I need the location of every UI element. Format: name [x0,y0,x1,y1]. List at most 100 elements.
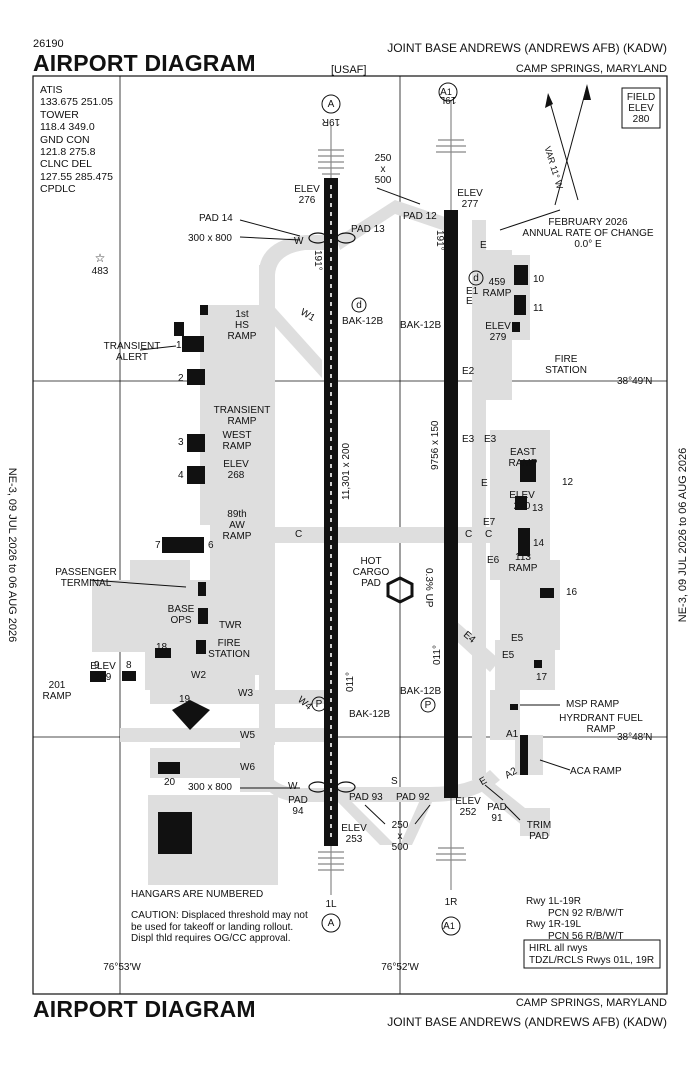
freq-line: GND CON [40,133,90,146]
west-ramp [200,305,262,525]
base-ops-1: BASE [167,604,195,615]
approach-a1-label: A1 [440,87,452,98]
taxiway-e-label-3: E [481,478,488,489]
taxiway-c-label-e2: C [485,529,493,540]
bak-se: BAK-12B [400,686,442,697]
taxiway-e3-label-2: E3 [484,434,497,445]
base-ops-2: OPS [170,615,192,626]
runway-19r-label: 19R [321,116,341,127]
hdg-1l: 011° [345,672,356,692]
bldg-7: 7 [155,540,161,551]
taxiway-e4 [450,620,500,672]
ramp-aca [515,735,543,775]
bldg-10: 10 [533,274,545,285]
taxiway-e1-label: E1 [466,286,479,297]
fire-station-e-1: FIRE [554,354,578,365]
bak-w: BAK-12B [342,316,384,327]
taxiway-w5 [120,728,332,742]
freq-line: TOWER [40,108,79,121]
airport-name: JOINT BASE ANDREWS (ANDREWS AFB) (KADW) [387,41,667,55]
bldg-4: 4 [178,470,184,481]
pad94-word: PAD [288,795,308,806]
aw-ramp-1: 89th [227,509,247,520]
bldg-17: 17 [536,672,548,683]
runway-1r-dims: 9756 x 150 [430,420,441,471]
bldg-19: 19 [179,694,191,705]
field-elev-value: 280 [632,114,650,125]
field-elev-label2: ELEV [628,103,654,114]
elev-1l-value: 253 [345,834,363,845]
taxiway-pad93 [336,800,395,845]
elev-270-value: 270 [513,501,531,512]
msp-ramp: MSP RAMP [566,699,620,710]
elev-269-label: ELEV [90,661,116,672]
taxiway-e-label-2: E [466,296,473,307]
symbol-d-east [468,270,484,286]
footer-airport: JOINT BASE ANDREWS (ANDREWS AFB) (KADW) [387,1015,667,1029]
hot-cargo-pad-symbol [386,576,414,604]
pad-14 [308,232,328,244]
aca-ramp: ACA RAMP [570,766,622,777]
elev-268-label: ELEV [223,459,249,470]
base-ops [198,582,206,596]
bldg-14: 14 [533,538,545,549]
taxiway-n [336,200,448,250]
bldg-6: 6 [208,540,214,551]
hot-cargo-1: HOT [360,556,382,567]
building-6 [186,537,204,553]
elev-279-label: ELEV [485,321,511,332]
approach-circles [311,82,484,936]
approach-lights-1r [436,798,466,890]
building-13 [515,496,527,510]
symbol-d-west [351,297,367,313]
aw-ramp-3: RAMP [222,531,252,542]
symbol-p-east-label: P [424,700,432,711]
taxiway-e6-label: E6 [487,555,500,566]
runway-19l-label: 19L [439,94,457,105]
transient-alert-1: TRANSIENT [103,341,161,352]
lon-label-53: 76°53′W [103,962,141,973]
taxiway-w2-label: W2 [191,670,206,681]
freq-line: ATIS [40,84,63,96]
elev-1r-label: ELEV [455,796,481,807]
approach-a1-south-label: A1 [443,921,455,932]
pcn-line-1: Rwy 1L-19R [526,896,582,907]
ramp-e5 [495,640,555,690]
ramp-msp [490,690,520,740]
lighting-line-2: TDZL/RCLS Rwys 01L, 19R [529,954,655,966]
bldg-11: 11 [533,303,544,314]
symbol-p-west-label: P [315,699,323,710]
lighting-box [523,939,661,969]
freq-line: CLNC DEL [40,158,92,171]
pad91-num: 91 [491,813,503,824]
ramp-113-2: RAMP [508,563,538,574]
trim-pad-1: TRIM [526,820,552,831]
north-arrow [545,84,591,206]
pad12-label: PAD 12 [403,211,437,222]
transient-alert-2: ALERT [115,352,149,363]
ramp-113-1: 113 [515,552,531,563]
building-11 [514,295,526,315]
field-elev: FIELD ELEV 280 [627,92,655,125]
building-3 [187,434,205,452]
runway-slope: 0.3% UP [423,568,434,608]
pad94-dims: 300 x 800 [188,782,232,793]
star-elev: 483 [91,266,109,277]
pad-dims-s-a: 250 [391,820,409,831]
ramps-taxiways [92,200,560,885]
taxiway-w1 [262,300,322,378]
elev-279-value: 279 [489,332,507,343]
building-14 [518,528,530,556]
